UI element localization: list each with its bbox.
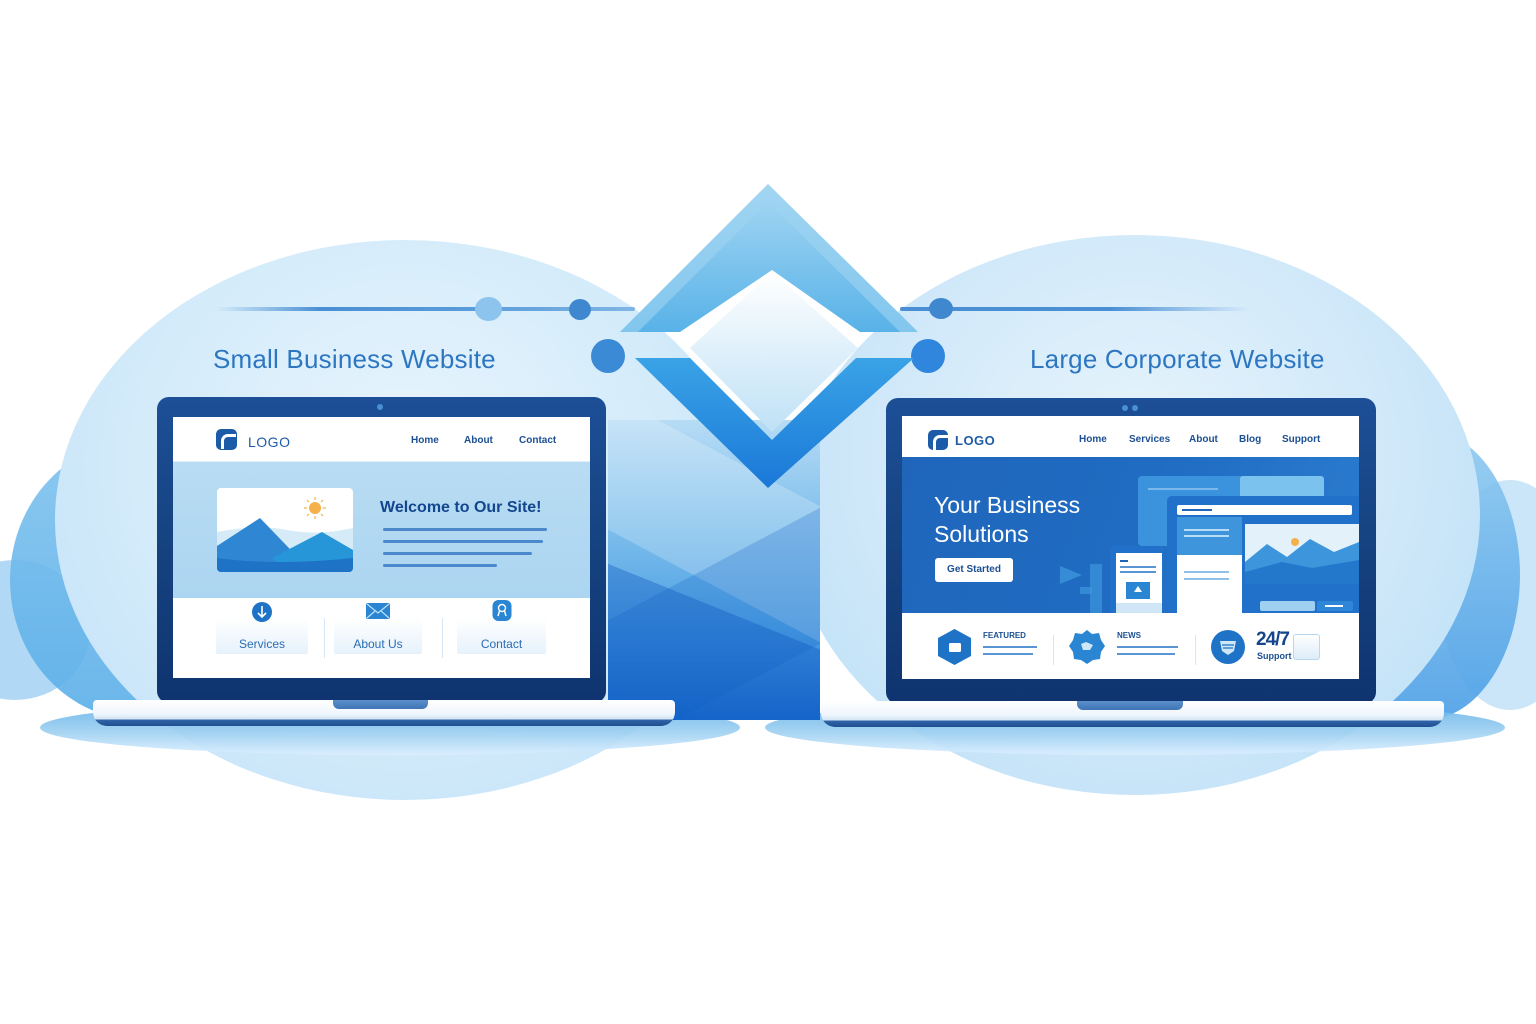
- text-placeholder-line: [383, 540, 543, 543]
- feature-services[interactable]: Services: [216, 602, 308, 654]
- connector-node: [929, 298, 953, 319]
- nav-support[interactable]: Support: [1282, 434, 1321, 445]
- support-hours: 24/7: [1256, 629, 1290, 650]
- small-business-title: Small Business Website: [213, 344, 496, 374]
- corporate-site-navbar: LOGO Home Services About Blog Support: [902, 416, 1359, 457]
- hexagon-folder-icon: [938, 629, 971, 665]
- feature-label: NEWS: [1117, 631, 1141, 640]
- hero-title-line: Solutions: [934, 521, 1029, 547]
- divider: [1053, 635, 1054, 665]
- feature-label: Contact: [480, 637, 523, 651]
- small-site-screen: LOGO Home About Contact: [173, 417, 590, 678]
- text-placeholder-line: [383, 528, 547, 531]
- feature-contact[interactable]: Contact: [457, 600, 546, 654]
- feature-label: FEATURED: [983, 631, 1026, 640]
- logo-icon: [216, 429, 237, 450]
- feature-news[interactable]: NEWS: [1068, 629, 1183, 665]
- feature-about-us[interactable]: About Us: [334, 603, 422, 654]
- connector-node: [569, 299, 591, 320]
- camera-dot: [377, 404, 383, 410]
- logo-text: LOGO: [955, 433, 996, 448]
- nav-blog[interactable]: Blog: [1239, 434, 1262, 445]
- small-site-features: Services About Us: [173, 598, 590, 678]
- text-placeholder-line: [1117, 646, 1178, 648]
- corporate-title: Large Corporate Website: [1030, 344, 1325, 374]
- chat-window-icon: [1293, 634, 1320, 660]
- envelope-icon: [366, 603, 390, 619]
- support-shield-icon: [1211, 630, 1245, 664]
- support-label: Support: [1257, 651, 1292, 661]
- camera-dot: [1122, 405, 1128, 411]
- nav-home[interactable]: Home: [1079, 434, 1107, 445]
- logo-icon: [928, 430, 948, 450]
- nav-about[interactable]: About: [464, 435, 493, 446]
- connector-node: [475, 297, 502, 321]
- get-started-button[interactable]: Get Started: [935, 558, 1013, 582]
- small-site-navbar: LOGO Home About Contact: [173, 417, 590, 462]
- nav-about[interactable]: About: [1189, 434, 1218, 445]
- feature-featured[interactable]: FEATURED: [938, 629, 1048, 665]
- connector-line-left: [215, 307, 635, 311]
- connector-node: [911, 339, 945, 373]
- divider: [1195, 635, 1196, 665]
- hero-title: Welcome to Our Site!: [380, 499, 542, 516]
- small-site-hero: Welcome to Our Site!: [173, 462, 590, 598]
- arrow-down-circle-icon: [252, 602, 272, 622]
- laptop-notch: [1077, 701, 1183, 710]
- hero-image: [217, 488, 353, 572]
- corporate-site-screen: LOGO Home Services About Blog Support Yo…: [902, 416, 1359, 679]
- connector-node: [591, 339, 625, 373]
- text-placeholder-line: [383, 552, 532, 555]
- text-placeholder-line: [983, 646, 1037, 648]
- devices-illustration: [1060, 476, 1359, 613]
- mountain-landscape-icon: [217, 497, 353, 572]
- hero-title: Your Business Solutions: [934, 491, 1080, 549]
- feature-support[interactable]: 24/7 Support: [1210, 629, 1330, 669]
- text-placeholder-line: [383, 564, 497, 567]
- nav-home[interactable]: Home: [411, 435, 439, 446]
- laptop-notch: [333, 700, 428, 709]
- connector-line-right: [900, 307, 1250, 311]
- feature-label: About Us: [353, 637, 403, 651]
- corporate-site-hero: Your Business Solutions Get Started: [902, 457, 1359, 613]
- badge-icon: [492, 600, 511, 621]
- divider: [442, 618, 443, 658]
- feature-label: Services: [238, 637, 285, 651]
- nav-contact[interactable]: Contact: [519, 435, 557, 446]
- nav-services[interactable]: Services: [1129, 434, 1171, 445]
- text-placeholder-line: [1117, 653, 1175, 655]
- hero-title-line: Your Business: [934, 492, 1081, 518]
- divider: [324, 618, 325, 658]
- gear-badge-icon: [1069, 630, 1105, 664]
- camera-dot: [1132, 405, 1138, 411]
- logo-text: LOGO: [248, 434, 291, 450]
- diamond-logo-icon: [620, 184, 918, 488]
- text-placeholder-line: [983, 653, 1033, 655]
- corporate-site-features: FEATURED NEWS: [902, 613, 1359, 679]
